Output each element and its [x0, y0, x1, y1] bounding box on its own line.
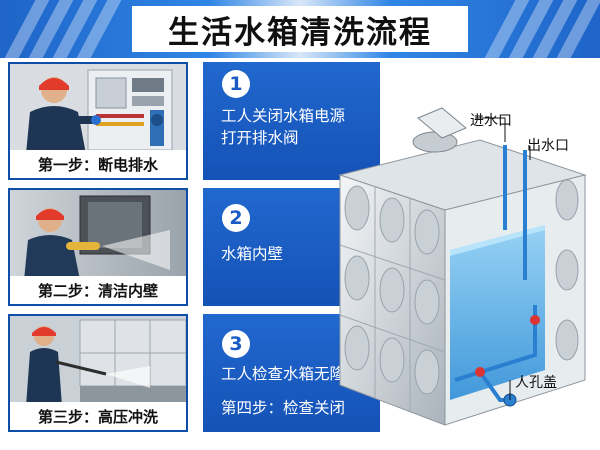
photo-caption-2: 第二步：清洁内壁 [10, 276, 186, 304]
photo-step-3: 第三步：高压冲洗 [8, 314, 188, 432]
step-panel-1: 1 工人关闭水箱电源 打开排水阀 [203, 62, 380, 180]
worker-spraying-wall-icon [10, 190, 186, 280]
photo-step-1: 第一步：断电排水 [8, 62, 188, 180]
valve-icon-2 [530, 315, 540, 325]
label-inlet: 进水口 [470, 113, 512, 129]
worker-electrical-cabinet-icon [10, 64, 186, 154]
label-manhole: 人孔盖 [515, 375, 557, 391]
valve-icon [475, 367, 485, 377]
manhole-lid [417, 107, 467, 139]
photo-caption-1: 第一步：断电排水 [10, 150, 186, 178]
step-number-badge-1: 1 [222, 70, 250, 98]
photo-caption-3: 第三步：高压冲洗 [10, 402, 186, 430]
page-title: 生活水箱清洗流程 [168, 14, 432, 51]
step-1-line-2: 打开排水阀 [221, 129, 299, 147]
label-outlet: 出水口 [527, 138, 569, 154]
water-tank-diagram [338, 107, 587, 426]
tank-water [450, 225, 545, 400]
step-3-line-1: 工人检查水箱无隆合 [221, 365, 361, 383]
worker-pressure-washer-icon [10, 316, 186, 406]
photo-step-2: 第二步：清洁内壁 [8, 188, 188, 306]
step-number-badge-3: 3 [222, 330, 250, 358]
header-banner: 生活水箱清洗流程 [0, 0, 600, 58]
step-number-badge-2: 2 [222, 204, 250, 232]
title-box: 生活水箱清洗流程 [132, 6, 468, 52]
step-1-line-1: 工人关闭水箱电源 [221, 107, 346, 125]
step-2-line-1: 水箱内壁 [221, 245, 284, 263]
step-4-text: 第四步：检查关闭 [221, 399, 346, 417]
